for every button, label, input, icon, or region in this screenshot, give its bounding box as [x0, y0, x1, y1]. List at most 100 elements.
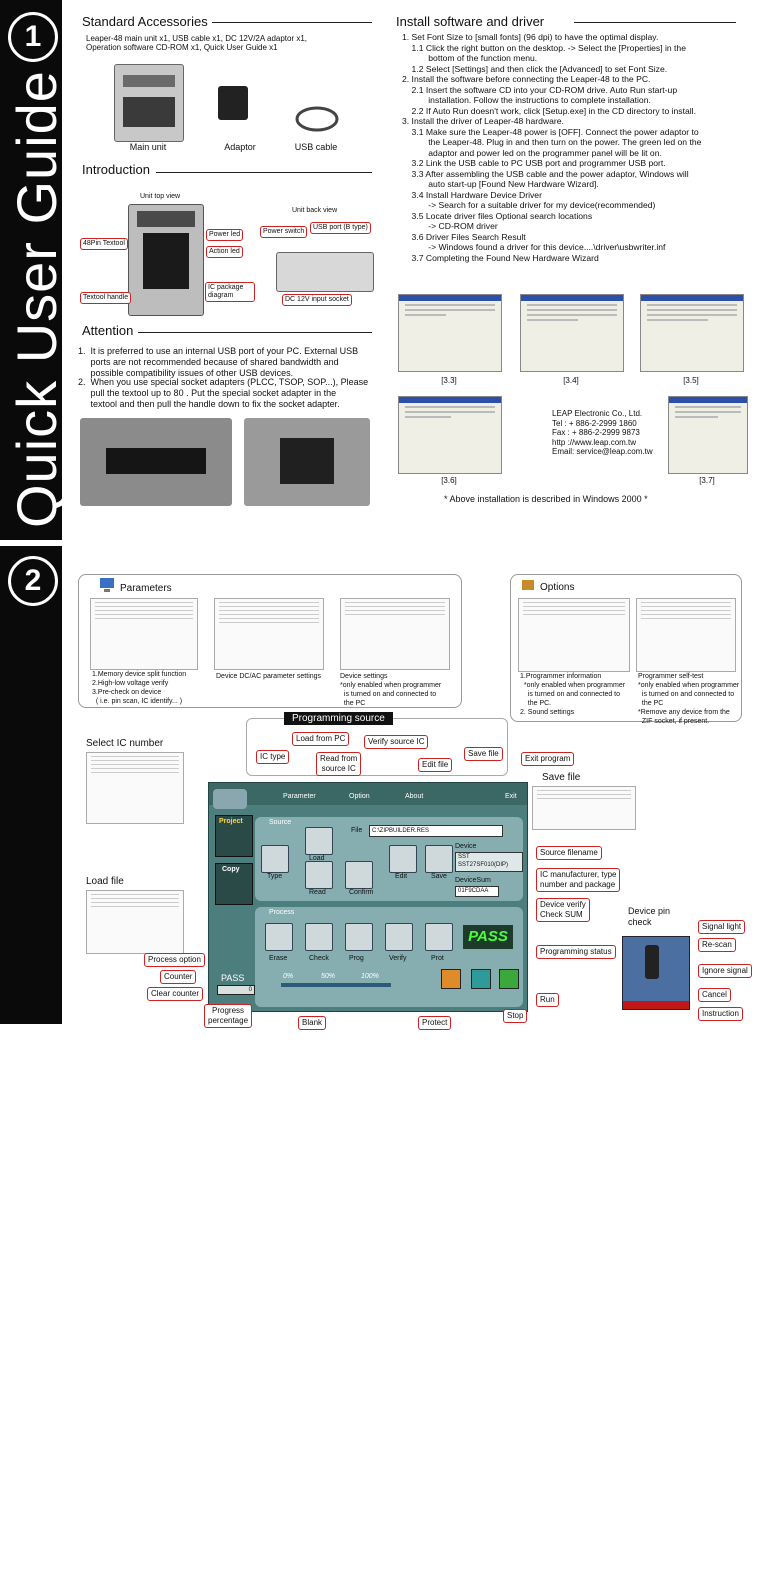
- company-tel: Tel : + 886-2-2999 1860: [552, 418, 637, 428]
- type-button[interactable]: [261, 845, 289, 873]
- side-band-1: 1 Quick User Guide: [0, 0, 68, 540]
- prog-option[interactable]: Prog: [349, 955, 364, 962]
- install-heading: Install software and driver: [396, 14, 545, 29]
- programming-source-title: Programming source: [284, 712, 393, 725]
- parameters-caption-3: Device settings *only enabled when progr…: [340, 673, 442, 707]
- attention-item-1: 1. It is preferred to use an internal US…: [78, 346, 359, 378]
- callout-programming-status: Programming status: [536, 945, 616, 959]
- percent-100: 100%: [361, 973, 379, 980]
- stop-button[interactable]: [471, 969, 491, 989]
- options-caption-1: 1.Programmer information *only enabled w…: [520, 673, 626, 716]
- window-logo: [213, 789, 247, 809]
- label-48pin-textool: 48Pin Textool: [80, 238, 128, 250]
- callout-run: Run: [536, 993, 559, 1007]
- parameters-shot-1: [90, 598, 198, 670]
- devicesum-field: 01F9CDAA: [455, 886, 499, 897]
- adaptor-caption: Adaptor: [224, 142, 256, 152]
- save-file-shot: [532, 786, 636, 830]
- prog-button[interactable]: [345, 923, 373, 951]
- check-option[interactable]: Check: [309, 955, 329, 962]
- callout-blank: Blank: [298, 1016, 327, 1030]
- callout-stop: Stop: [503, 1009, 528, 1023]
- callout-clear-counter: Clear counter: [147, 987, 204, 1001]
- device-pin-check-heading: Device pin check: [628, 906, 671, 927]
- pass-counter-label: PASS: [221, 973, 245, 983]
- menu-parameter[interactable]: Parameter: [283, 793, 316, 800]
- caption-3-5: [3.5]: [683, 376, 699, 385]
- caption-3-6: [3.6]: [441, 476, 457, 485]
- verify-option[interactable]: Verify: [389, 955, 407, 962]
- company-email[interactable]: Email: service@leap.com.tw: [552, 447, 653, 456]
- wizard-screenshot-3-4: [520, 294, 624, 372]
- company-web[interactable]: http ://www.leap.com.tw: [552, 437, 637, 447]
- menu-exit[interactable]: Exit: [505, 793, 517, 800]
- main-unit-photo: [114, 64, 184, 142]
- project-tab[interactable]: Project: [215, 815, 253, 857]
- attention-item-2: 2. When you use special socket adapters …: [78, 377, 369, 409]
- adaptor-photo: [218, 86, 248, 120]
- side-title-1: Quick User Guide: [5, 70, 68, 528]
- caption-3-7: [3.7]: [699, 476, 715, 485]
- file-path-field[interactable]: C:\ZIPBUILDER.RES: [369, 825, 503, 837]
- device-info-field: SST SST27SF010(DIP): [455, 852, 523, 872]
- prot-option[interactable]: Prot: [431, 955, 444, 962]
- save-label: Save: [431, 873, 447, 880]
- read-button[interactable]: [305, 861, 333, 889]
- load-button[interactable]: [305, 827, 333, 855]
- save-button[interactable]: [425, 845, 453, 873]
- label-usb-port: USB port (B type): [310, 222, 371, 234]
- parameters-caption-2: Device DC/AC parameter settings: [216, 673, 322, 680]
- callout-save-file: Save file: [464, 747, 503, 761]
- percent-50: 50%: [321, 973, 336, 980]
- copy-tab[interactable]: Copy: [215, 863, 253, 905]
- callout-load-from-pc: Load from PC: [292, 732, 350, 746]
- options-shot-1: [518, 598, 630, 672]
- device-pin-check-shot: [622, 936, 690, 1010]
- window-menubar: [209, 783, 527, 805]
- accessories-line2: Operation software CD-ROM x1, Quick User…: [86, 43, 278, 52]
- stop-alt-button[interactable]: [441, 969, 461, 989]
- select-ic-heading: Select IC number: [86, 738, 164, 749]
- callout-signal-light: Signal light: [698, 920, 746, 934]
- callout-source-filename: Source filename: [536, 846, 602, 860]
- copy-tab-label: Copy: [222, 866, 240, 873]
- callout-edit-file: Edit file: [418, 758, 453, 772]
- main-unit-caption: Main unit: [129, 142, 167, 152]
- edit-label: Edit: [395, 873, 408, 880]
- callout-progress-percentage: Progress percentage: [204, 1004, 253, 1028]
- devicesum-label: DeviceSum: [455, 877, 491, 884]
- windows-note: * Above installation is described in Win…: [444, 494, 648, 504]
- label-textool-handle: Textool handle: [80, 292, 132, 304]
- caption-3-3: [3.3]: [441, 376, 457, 385]
- callout-instruction: Instruction: [698, 1007, 743, 1021]
- check-button[interactable]: [305, 923, 333, 951]
- confirm-button[interactable]: [345, 861, 373, 889]
- company-info: LEAP Electronic Co., Ltd. Tel : + 886-2-…: [552, 409, 653, 457]
- protect-button[interactable]: [425, 923, 453, 951]
- edit-button[interactable]: [389, 845, 417, 873]
- parameters-heading: Parameters: [120, 583, 172, 594]
- menu-option[interactable]: Option: [349, 793, 370, 800]
- callout-read-from-source: Read from source IC: [316, 752, 362, 776]
- textool-photo-1: [80, 418, 232, 506]
- textool-photo-2: [244, 418, 370, 506]
- options-heading: Options: [540, 582, 575, 593]
- device-mfr: SST: [458, 854, 470, 860]
- run-button[interactable]: [499, 969, 519, 989]
- erase-option[interactable]: Erase: [269, 955, 288, 962]
- attention-heading: Attention: [82, 323, 134, 338]
- type-label: Type: [267, 873, 283, 880]
- callout-verify-source: Verify source IC: [364, 735, 429, 749]
- erase-button[interactable]: [265, 923, 293, 951]
- introduction-heading: Introduction: [82, 162, 150, 177]
- callout-cancel: Cancel: [698, 988, 731, 1002]
- menu-about[interactable]: About: [405, 793, 424, 800]
- company-name: LEAP Electronic Co., Ltd.: [552, 409, 643, 418]
- parameters-shot-2: [214, 598, 324, 670]
- read-label: Read: [309, 889, 326, 896]
- unit-top-photo: [128, 204, 204, 316]
- callout-ic-manufacturer: IC manufacturer, type number and package: [536, 868, 621, 892]
- verify-button[interactable]: [385, 923, 413, 951]
- process-label: Process: [269, 909, 295, 916]
- callout-device-verify: Device verify Check SUM: [536, 898, 590, 922]
